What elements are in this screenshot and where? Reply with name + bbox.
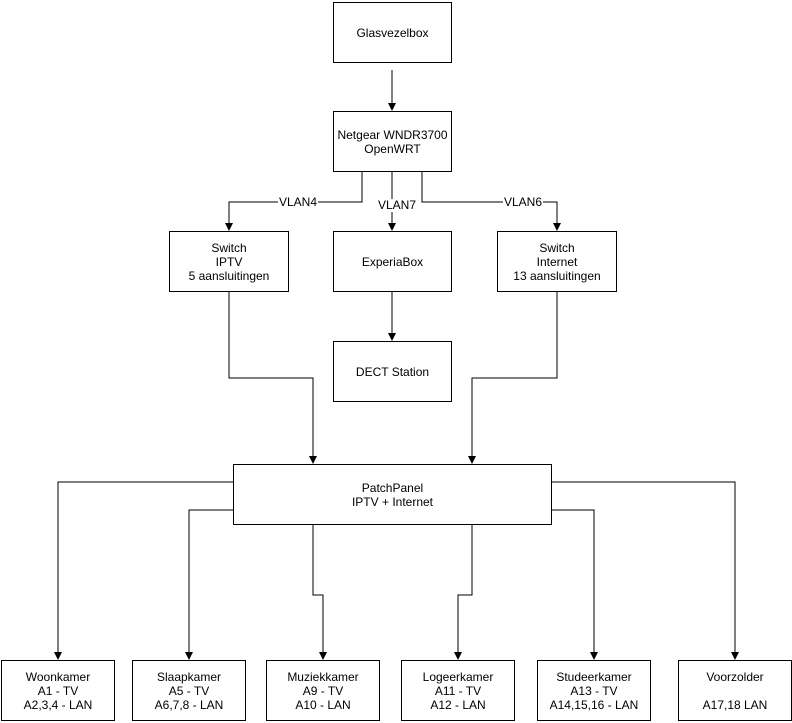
- dect-node[interactable]: DECT Station: [333, 341, 452, 402]
- edge-patchpanel-slaapkamer: [185, 509, 233, 660]
- experiabox-node[interactable]: ExperiaBox: [333, 231, 452, 292]
- slaapkamer-lan: A6,7,8 - LAN: [154, 697, 224, 712]
- patchpanel-title: PatchPanel: [361, 480, 424, 495]
- edge-patchpanel-logeerkamer: [454, 524, 473, 660]
- router-node[interactable]: Netgear WNDR3700 OpenWRT: [333, 111, 452, 172]
- router-firmware: OpenWRT: [364, 141, 421, 156]
- muziekkamer-tv: A9 - TV: [302, 683, 344, 698]
- switch-internet-node[interactable]: Switch Internet 13 aansluitingen: [497, 231, 617, 292]
- edge-switch-internet-patchpanel: [468, 292, 558, 464]
- dect-label: DECT Station: [355, 364, 430, 379]
- switch-iptv-type: IPTV: [215, 254, 243, 269]
- studeerkamer-node[interactable]: Studeerkamer A13 - TV A14,15,16 - LAN: [537, 660, 651, 721]
- switch-internet-ports: 13 aansluitingen: [513, 268, 601, 283]
- muziekkamer-node[interactable]: Muziekkamer A9 - TV A10 - LAN: [266, 660, 380, 721]
- woonkamer-node[interactable]: Woonkamer A1 - TV A2,3,4 - LAN: [1, 660, 115, 721]
- edge-patchpanel-studeerkamer: [552, 509, 598, 660]
- vlan4-label: VLAN4: [278, 195, 319, 209]
- logeerkamer-tv: A11 - TV: [434, 683, 482, 698]
- slaapkamer-node[interactable]: Slaapkamer A5 - TV A6,7,8 - LAN: [132, 660, 246, 721]
- patchpanel-subtitle: IPTV + Internet: [351, 494, 434, 509]
- vlan7-label: VLAN7: [377, 198, 418, 212]
- vlan6-label: VLAN6: [503, 195, 544, 209]
- studeerkamer-lan: A14,15,16 - LAN: [549, 697, 639, 712]
- logeerkamer-title: Logeerkamer: [422, 669, 494, 684]
- studeerkamer-tv: A13 - TV: [570, 683, 618, 698]
- slaapkamer-tv: A5 - TV: [168, 683, 210, 698]
- logeerkamer-lan: A12 - LAN: [430, 697, 486, 712]
- glasvezelbox-label: Glasvezelbox: [356, 25, 429, 40]
- glasvezelbox-node[interactable]: Glasvezelbox: [333, 2, 452, 63]
- studeerkamer-title: Studeerkamer: [556, 669, 632, 684]
- switch-iptv-node[interactable]: Switch IPTV 5 aansluitingen: [169, 231, 289, 292]
- edge-patchpanel-muziekkamer: [312, 524, 327, 660]
- edge-patchpanel-woonkamer: [54, 481, 233, 660]
- experiabox-label: ExperiaBox: [361, 254, 424, 269]
- switch-iptv-ports: 5 aansluitingen: [188, 268, 270, 283]
- woonkamer-title: Woonkamer: [25, 669, 91, 684]
- voorzolder-lan: A17,18 LAN: [702, 697, 768, 712]
- muziekkamer-title: Muziekkamer: [287, 669, 359, 684]
- switch-internet-title: Switch: [539, 240, 575, 255]
- patchpanel-node[interactable]: PatchPanel IPTV + Internet: [233, 464, 552, 525]
- woonkamer-tv: A1 - TV: [37, 683, 79, 698]
- woonkamer-lan: A2,3,4 - LAN: [23, 697, 93, 712]
- edge-router-switch-internet: [421, 172, 561, 231]
- logeerkamer-node[interactable]: Logeerkamer A11 - TV A12 - LAN: [401, 660, 515, 721]
- switch-internet-type: Internet: [536, 254, 578, 269]
- voorzolder-title: Voorzolder: [706, 669, 764, 684]
- switch-iptv-title: Switch: [211, 240, 247, 255]
- slaapkamer-title: Slaapkamer: [156, 669, 222, 684]
- edge-switch-iptv-patchpanel: [228, 292, 317, 464]
- muziekkamer-lan: A10 - LAN: [295, 697, 351, 712]
- edge-patchpanel-voorzolder: [552, 481, 739, 660]
- router-label: Netgear WNDR3700: [337, 127, 448, 142]
- voorzolder-node[interactable]: Voorzolder A17,18 LAN: [678, 660, 792, 721]
